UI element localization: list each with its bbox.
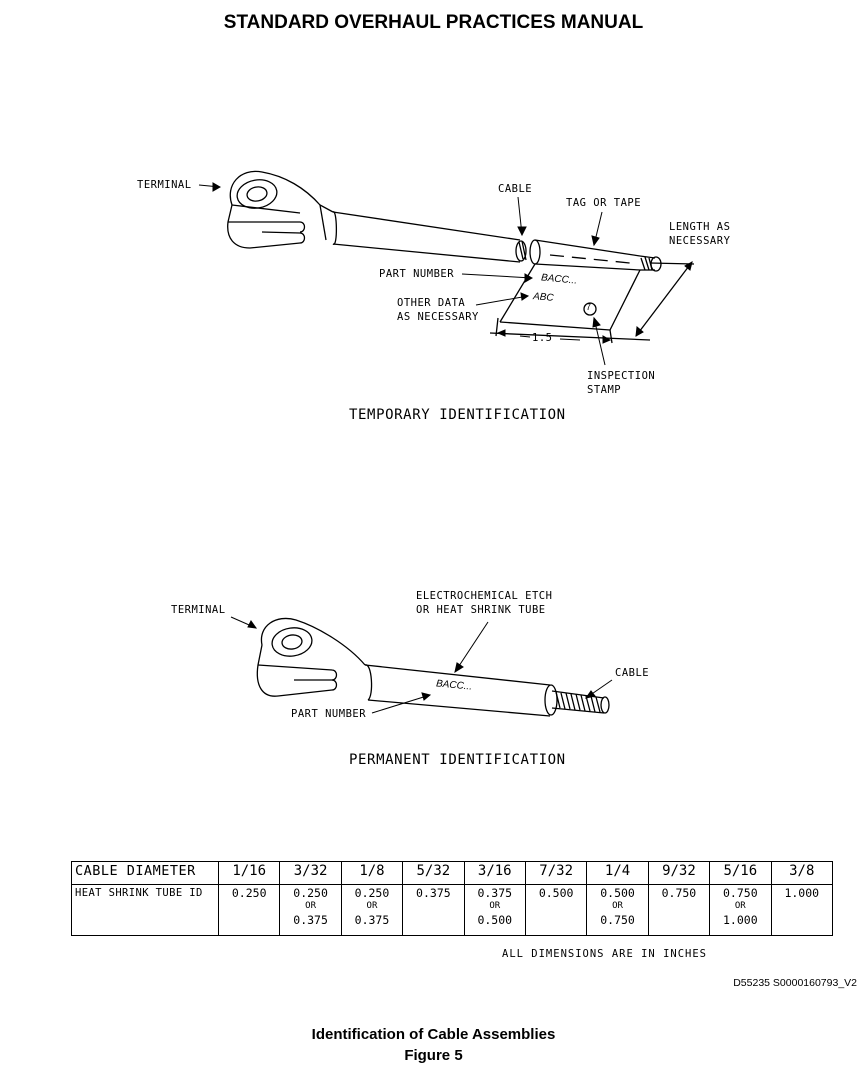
tube-id-cell: 0.375 <box>402 884 465 936</box>
tube-id-value-alt: 0.375 <box>293 913 328 927</box>
tube-id-value: 0.750 <box>723 886 758 900</box>
tube-id-value-alt: 0.750 <box>600 913 635 927</box>
or-label: OR <box>612 901 623 911</box>
other-data-label-line1: OTHER DATA <box>397 297 466 309</box>
diameter-cell: 3/32 <box>279 861 342 885</box>
diameter-cell: 1/4 <box>586 861 649 885</box>
tube-id-cell: 0.250 OR 0.375 <box>279 884 342 936</box>
tube-id-value: 1.000 <box>784 886 820 900</box>
tube-id-value-alt: 0.375 <box>354 913 390 927</box>
diameter-cell: 5/16 <box>709 861 772 885</box>
tube-id-cell: 0.250 OR 0.375 <box>340 884 404 936</box>
or-label: OR <box>489 901 501 911</box>
diameter-cell: 1/8 <box>340 861 404 885</box>
heat-shrink-header: HEAT SHRINK TUBE ID <box>71 884 219 936</box>
length-label-line1: LENGTH AS <box>669 221 731 233</box>
etch-label-line1: ELECTROCHEMICAL ETCH <box>416 590 553 602</box>
inspection-stamp-label-line1: INSPECTION <box>587 370 656 382</box>
tube-id-cell: 0.750 <box>647 884 711 936</box>
tube-id-cell: 0.500 <box>524 884 588 936</box>
permanent-terminal-label: TERMINAL <box>171 604 226 616</box>
other-data-label-line2: AS NECESSARY <box>397 311 479 323</box>
etch-label-line2: OR HEAT SHRINK TUBE <box>416 604 546 616</box>
page-title: STANDARD OVERHAUL PRACTICES MANUAL <box>223 12 644 33</box>
permanent-identification-drawing <box>230 616 613 717</box>
heat-shrink-table: CABLE DIAMETER 1/16 3/32 1/8 5/32 3/16 7… <box>71 861 834 936</box>
diameter-cell: 5/32 <box>402 861 465 885</box>
length-label-line2: NECESSARY <box>669 235 731 247</box>
figure-title: Identification of Cable Assemblies <box>311 1026 556 1043</box>
inspection-stamp-mark: 7 <box>586 302 592 312</box>
cable-diameter-header: CABLE DIAMETER <box>71 861 219 885</box>
permanent-identification-caption: PERMANENT IDENTIFICATION <box>349 752 566 768</box>
temporary-cable-label: CABLE <box>498 183 533 195</box>
tube-id-cell: 0.250 <box>217 884 281 936</box>
tube-id-value: 0.375 <box>477 886 513 900</box>
document-id: D55235 S0000160793_V2 <box>733 977 857 989</box>
permanent-part-number-label: PART NUMBER <box>291 708 367 720</box>
tube-id-value: 0.500 <box>600 886 635 900</box>
permanent-cable-label: CABLE <box>615 667 650 679</box>
or-label: OR <box>366 901 378 911</box>
temporary-identification-caption: TEMPORARY IDENTIFICATION <box>349 407 566 423</box>
tube-id-value: 0.250 <box>293 886 328 900</box>
tube-id-cell: 1.000 <box>770 884 834 936</box>
diameter-cell: 1/16 <box>217 861 281 885</box>
inspection-stamp-label-line2: STAMP <box>587 384 622 396</box>
cable-diameter-row: CABLE DIAMETER 1/16 3/32 1/8 5/32 3/16 7… <box>71 861 834 885</box>
tube-id-value-alt: 1.000 <box>723 913 758 927</box>
tag-or-tape-label: TAG OR TAPE <box>566 197 642 209</box>
temporary-terminal-label: TERMINAL <box>137 179 192 191</box>
heat-shrink-row: HEAT SHRINK TUBE ID 0.250 0.250 OR 0.375… <box>71 884 834 936</box>
tube-id-value: 0.250 <box>231 886 267 900</box>
temporary-identification-drawing <box>198 170 695 366</box>
diameter-cell: 3/16 <box>463 861 526 885</box>
tube-id-cell: 0.750 OR 1.000 <box>709 884 772 936</box>
temporary-part-number-label: PART NUMBER <box>379 268 455 280</box>
figure-number: Figure 5 <box>404 1047 463 1064</box>
dimensions-note: ALL DIMENSIONS ARE IN INCHES <box>502 948 708 960</box>
diameter-cell: 3/8 <box>770 861 834 885</box>
tube-id-value-alt: 0.500 <box>477 913 513 927</box>
tube-id-value: 0.375 <box>416 886 451 900</box>
tube-id-cell: 0.375 OR 0.500 <box>463 884 526 936</box>
or-label: OR <box>305 901 316 911</box>
tube-id-value: 0.250 <box>354 886 390 900</box>
diameter-cell: 9/32 <box>647 861 711 885</box>
figure-caption: Identification of Cable Assemblies Figur… <box>0 1024 867 1066</box>
dimension-label: 1.5 <box>532 332 553 344</box>
tube-id-value: 0.750 <box>661 886 697 900</box>
or-label: OR <box>734 901 746 911</box>
tube-id-value: 0.500 <box>538 886 574 900</box>
tube-id-cell: 0.500 OR 0.750 <box>586 884 649 936</box>
diameter-cell: 7/32 <box>524 861 588 885</box>
